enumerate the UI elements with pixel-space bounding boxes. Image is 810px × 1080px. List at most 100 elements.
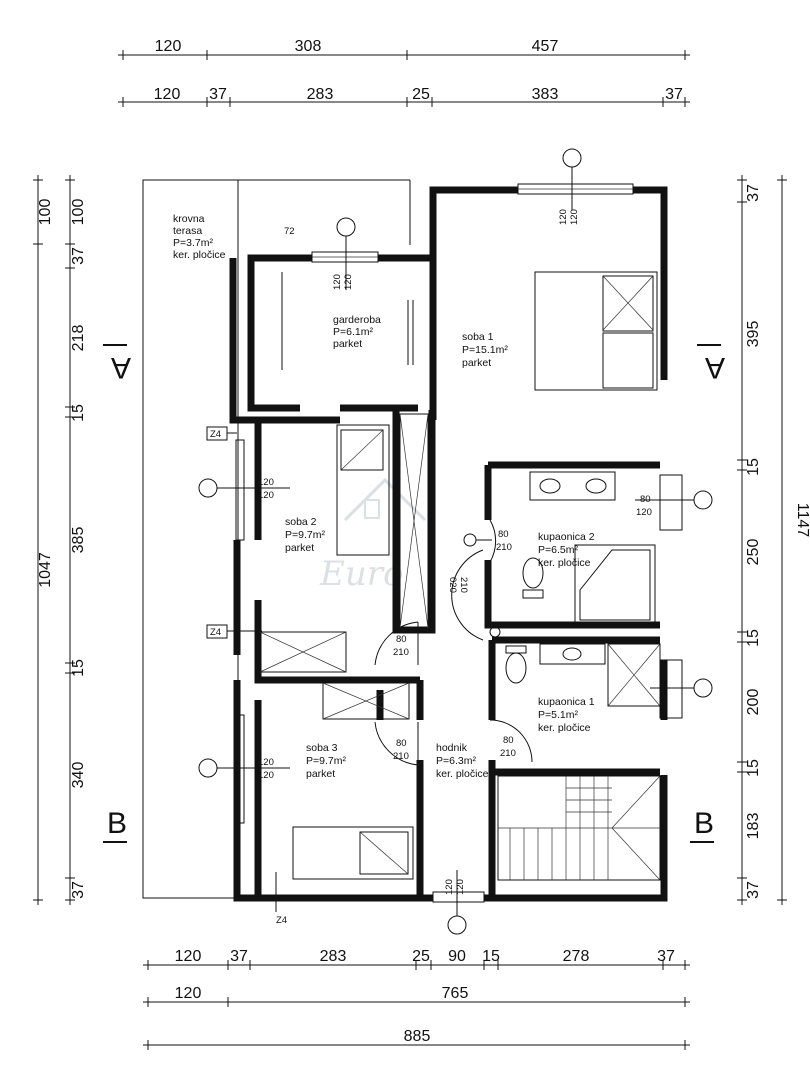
win-label-garderoba-a: 120 <box>332 274 343 290</box>
kupaonica2-name: kupaonica 2 <box>538 531 595 543</box>
dim-top2-a: 120 <box>154 86 181 103</box>
bed-soba3 <box>292 826 414 880</box>
right-dimensions: 37 395 15 250 15 200 15 183 37 1147 <box>737 175 810 905</box>
win-label-soba1-a: 120 <box>558 209 569 225</box>
dim-bot1-d: 25 <box>412 948 430 965</box>
dim-left-d: 15 <box>70 404 87 422</box>
room-soba1: soba 1 P=15.1m² parket <box>462 331 508 369</box>
z4-markers: Z4 Z4 Z4 <box>206 426 287 926</box>
door-label-k1-h: 210 <box>500 748 516 759</box>
dim-right-i: 37 <box>745 881 762 899</box>
win-label-entry-a: 120 <box>444 879 455 895</box>
dim-right-d: 250 <box>745 539 762 566</box>
z4-marker-2: Z4 <box>210 627 221 638</box>
top-dimensions: 120 308 457 120 37 283 25 383 37 <box>118 38 690 107</box>
kupaonica2-floor: ker. pločice <box>538 557 591 569</box>
dim-top1-a: 120 <box>155 38 182 55</box>
hodnik-area: P=6.3m² <box>436 755 476 767</box>
door-label-wardrobe-w: 020 <box>447 577 458 593</box>
watermark-text: Euro <box>319 554 403 594</box>
garderoba-area: P=6.1m² <box>333 326 373 338</box>
soba1-floor: parket <box>462 357 491 369</box>
dim-bot1-e: 90 <box>448 948 466 965</box>
dim-top2-b: 37 <box>209 86 227 103</box>
soba3-area: P=9.7m² <box>306 755 346 767</box>
dim-bot-total: 885 <box>404 1028 431 1045</box>
room-soba2: soba 2 P=9.7m² parket <box>285 516 325 554</box>
door-label-k2-w: 80 <box>498 529 509 540</box>
dim-bot1-a: 120 <box>175 948 202 965</box>
terrace-name2: terasa <box>173 225 202 237</box>
win-label-soba2-a: 120 <box>258 477 274 488</box>
dim-bot2-b: 765 <box>442 985 469 1002</box>
room-kupaonica1: kupaonica 1 P=5.1m² ker. pločice <box>538 696 595 734</box>
doors <box>374 519 533 766</box>
win-label-soba2-b: 120 <box>258 490 274 501</box>
window-markers <box>198 148 713 935</box>
bed-soba2 <box>336 424 390 556</box>
hodnik-floor: ker. pločice <box>436 768 489 780</box>
section-b-right: B <box>694 807 714 840</box>
garderoba-floor: parket <box>333 338 362 350</box>
door-label-k1-w: 80 <box>503 735 514 746</box>
furniture <box>259 271 661 881</box>
soba2-name: soba 2 <box>285 516 317 528</box>
dim-right-c: 15 <box>745 458 762 476</box>
left-dimensions: 100 1047 100 37 218 15 385 15 340 37 <box>33 175 87 905</box>
room-labels: krovna terasa P=3.7m² ker. pločice garde… <box>173 213 595 780</box>
door-label-wardrobe-h: 210 <box>458 577 469 593</box>
kupaonica1-area: P=5.1m² <box>538 709 578 721</box>
terrace-floor: ker. pločice <box>173 249 226 261</box>
section-markers: A A B B <box>103 344 725 843</box>
win-label-entry-b: 120 <box>455 879 466 895</box>
label-72: 72 <box>284 226 295 237</box>
dim-left-f: 15 <box>70 659 87 677</box>
win-label-soba1-b: 120 <box>569 209 580 225</box>
room-hodnik: hodnik P=6.3m² ker. pločice <box>436 742 489 780</box>
windows <box>235 183 683 903</box>
soba2-area: P=9.7m² <box>285 529 325 541</box>
room-terrace: krovna terasa P=3.7m² ker. pločice <box>173 213 226 261</box>
dim-right-a: 37 <box>745 184 762 202</box>
win-label-k2-a: 80 <box>640 494 651 505</box>
kupaonica2-area: P=6.5m² <box>538 544 578 556</box>
kupaonica1-floor: ker. pločice <box>538 722 591 734</box>
hodnik-name: hodnik <box>436 742 468 754</box>
door-label-k2-h: 210 <box>496 542 512 553</box>
dim-bot1-c: 283 <box>320 948 347 965</box>
dim-bot1-b: 37 <box>230 948 248 965</box>
opening-labels: 120 120 120 120 72 120 120 120 120 80 12… <box>258 209 652 895</box>
section-b-left: B <box>107 807 127 840</box>
soba3-floor: parket <box>306 768 335 780</box>
terrace <box>142 179 411 899</box>
dim-bot2-a: 120 <box>175 985 202 1002</box>
dim-left-outer-a: 100 <box>37 199 54 226</box>
dim-left-e: 385 <box>70 527 87 554</box>
bottom-dimensions: 120 37 283 25 90 15 278 37 120 765 885 <box>143 948 690 1050</box>
kupaonica1-name: kupaonica 1 <box>538 696 595 708</box>
dim-right-h: 183 <box>745 813 762 840</box>
door-label-soba2-h: 210 <box>393 647 409 658</box>
walls <box>229 186 668 902</box>
door-label-soba2-w: 80 <box>396 634 407 645</box>
dim-right-f: 200 <box>745 689 762 716</box>
door-label-soba3-h: 210 <box>393 751 409 762</box>
soba1-area: P=15.1m² <box>462 344 508 356</box>
terrace-area: P=3.7m² <box>173 237 213 249</box>
dim-bot1-f: 15 <box>482 948 500 965</box>
win-label-k2-b: 120 <box>636 507 652 518</box>
dim-top1-b: 308 <box>295 38 322 55</box>
dim-right-outer: 1147 <box>794 503 810 538</box>
dim-top2-c: 283 <box>307 86 334 103</box>
z4-marker-3: Z4 <box>276 915 287 926</box>
soba1-name: soba 1 <box>462 331 494 343</box>
dim-right-e: 15 <box>745 629 762 647</box>
section-a-right: A <box>705 351 725 384</box>
win-label-soba3-a: 120 <box>258 757 274 768</box>
door-label-soba3-w: 80 <box>396 738 407 749</box>
dim-left-h: 37 <box>70 881 87 899</box>
dim-right-b: 395 <box>745 321 762 348</box>
room-kupaonica2: kupaonica 2 P=6.5m² ker. pločice <box>538 531 595 569</box>
z4-marker-1: Z4 <box>210 429 221 440</box>
